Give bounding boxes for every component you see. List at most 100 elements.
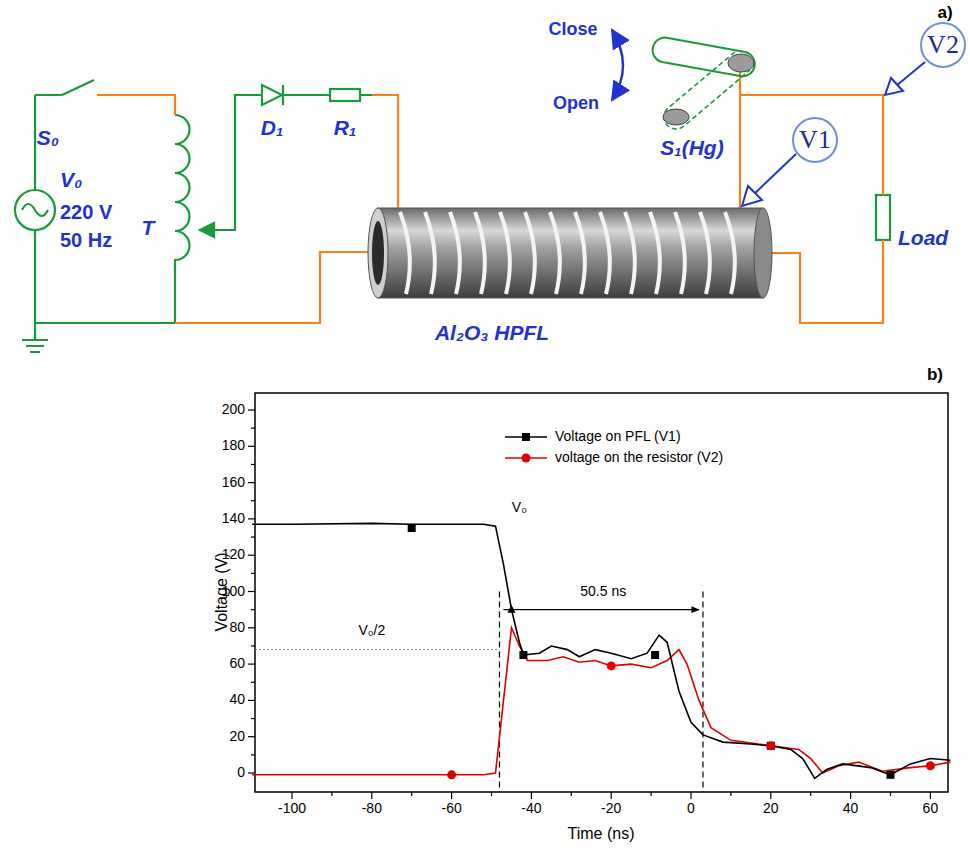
resistor-symbol (330, 89, 360, 101)
y-tick-label: 60 (229, 656, 245, 671)
transformer-coil (175, 115, 190, 323)
annotation: V₀ (512, 500, 527, 515)
source-label: 220 V (60, 201, 112, 223)
y-tick (251, 573, 255, 574)
probe-circle: V2 (920, 22, 966, 68)
y-tick-label: 0 (237, 765, 245, 780)
v1-marker (519, 651, 527, 659)
probe-arrows (742, 62, 925, 206)
ground-symbol (22, 323, 48, 352)
v1-curve (252, 523, 950, 778)
x-tick (291, 792, 292, 799)
switch-state-label: Open (553, 94, 599, 114)
y-tick (248, 663, 255, 664)
spiral-slot (500, 212, 510, 294)
annotation: V₀/2 (358, 624, 385, 639)
x-tick (730, 792, 731, 796)
tap-arrow (200, 223, 214, 237)
schematic (15, 30, 925, 352)
spiral-slot (700, 212, 710, 294)
plot-frame (255, 393, 948, 792)
voltage-chart (248, 393, 950, 799)
component-label: Load (898, 226, 948, 249)
x-tick (850, 792, 851, 799)
component-label: T (142, 216, 155, 239)
probe-circle: V1 (792, 117, 838, 163)
x-tick-label: -100 (278, 801, 306, 816)
y-tick (251, 645, 255, 646)
y-tick (248, 518, 255, 519)
x-tick (331, 792, 332, 796)
spiral-slot (600, 212, 610, 294)
x-tick (611, 792, 612, 799)
switch-symbol (35, 80, 94, 95)
y-tick (248, 591, 255, 592)
spiral-slot (675, 212, 685, 294)
spiral-slot (625, 212, 635, 294)
spiral-slot (725, 212, 735, 294)
spiral-slot (425, 212, 435, 294)
pulse-end-line (702, 592, 703, 793)
switch-state-label: Close (548, 20, 597, 40)
v2-curve (252, 628, 950, 775)
x-tick (930, 792, 931, 799)
panel-label: a) (937, 4, 952, 23)
spiral-slot (450, 212, 460, 294)
half-voltage-line (255, 649, 499, 650)
x-tick (571, 792, 572, 796)
component-label: S₀ (37, 126, 59, 149)
v2-marker (926, 761, 935, 770)
spiral-slot (400, 212, 410, 294)
legend-text: voltage on the resistor (V2) (555, 450, 723, 465)
x-tick-label: -60 (441, 801, 461, 816)
x-tick (451, 792, 452, 799)
duration-arrow (503, 609, 699, 610)
y-tick-label: 120 (222, 547, 245, 562)
hpfl-cylinder (368, 208, 772, 298)
v2-marker (607, 661, 616, 670)
y-tick-label: 40 (229, 693, 245, 708)
y-tick (251, 718, 255, 719)
legend-text: Voltage on PFL (V1) (555, 429, 681, 444)
y-tick (251, 536, 255, 537)
load-resistor-symbol (876, 195, 890, 240)
y-tick (251, 754, 255, 755)
component-label: R₁ (334, 116, 357, 139)
spiral-slot (525, 212, 535, 294)
y-tick-label: 140 (222, 511, 245, 526)
y-tick (251, 682, 255, 683)
component-label: D₁ (261, 116, 284, 139)
spiral-slot (550, 212, 560, 294)
x-tick (650, 792, 651, 796)
v2-marker (522, 454, 531, 463)
v1-marker (887, 771, 895, 779)
y-tick (251, 500, 255, 501)
pulse-start-line (499, 592, 500, 793)
panel-label: b) (927, 366, 943, 385)
v2-marker (447, 770, 456, 779)
source-label: 50 Hz (60, 229, 112, 251)
y-tick (248, 627, 255, 628)
spiral-slot (650, 212, 660, 294)
v1-marker (651, 651, 659, 659)
v1-marker (408, 524, 416, 532)
x-tick-label: 20 (763, 801, 779, 816)
x-tick (531, 792, 532, 799)
y-tick (251, 464, 255, 465)
y-tick (248, 409, 255, 410)
y-tick (248, 446, 255, 447)
x-tick (491, 792, 492, 796)
source-label: V₀ (60, 168, 82, 191)
probe-label: V2 (927, 30, 959, 60)
x-tick (770, 792, 771, 799)
mercury-switch (612, 30, 755, 129)
spiral-slot (575, 212, 585, 294)
y-tick (251, 428, 255, 429)
diode-symbol (262, 85, 283, 105)
y-tick (248, 736, 255, 737)
x-tick-label: -80 (362, 801, 382, 816)
x-tick (411, 792, 412, 796)
wires (97, 66, 883, 323)
v1-marker (767, 742, 775, 750)
x-tick-label: 60 (923, 801, 939, 816)
